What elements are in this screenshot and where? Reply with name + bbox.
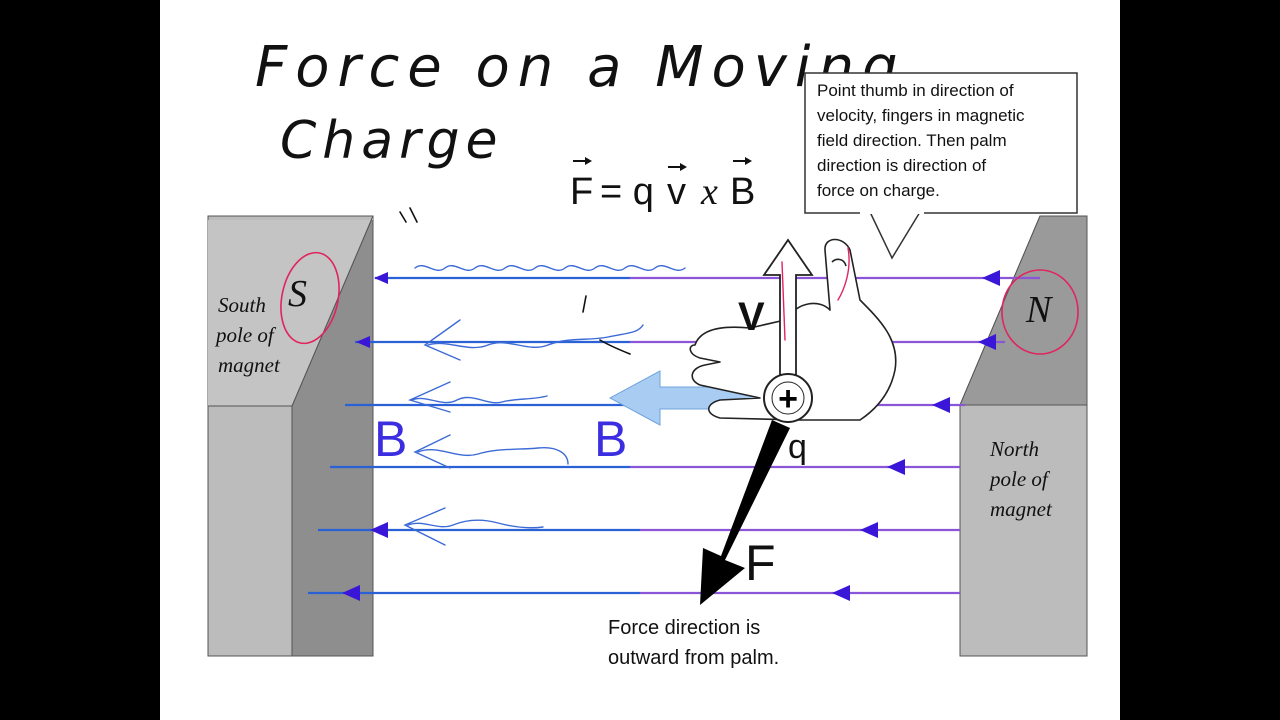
vector-overbars (573, 157, 752, 171)
south-label-line-2: pole of (214, 323, 277, 347)
formula-x: x (700, 171, 718, 213)
formula-v: v (667, 171, 686, 213)
ink-wave-1 (414, 265, 686, 271)
callout-bottom-line-1: Force direction is (608, 617, 760, 639)
force-arrow (700, 420, 790, 605)
b-label-center: B (594, 411, 627, 467)
ink-circle-s (280, 251, 340, 345)
field-line-2 (355, 334, 1005, 350)
ink-wave-4 (413, 434, 569, 469)
ink-circle-n (1001, 269, 1079, 355)
charge-plus-icon: + (778, 380, 798, 418)
formula-f: F (570, 171, 593, 213)
callout-top-line-1: Point thumb in direction of (817, 81, 1014, 100)
formula-b: B (730, 171, 755, 213)
field-line-5 (318, 522, 960, 538)
callout-top: Point thumb in direction of velocity, fi… (804, 72, 1078, 260)
north-label-line-3: magnet (990, 497, 1053, 521)
north-magnet-letter: N (1025, 289, 1054, 331)
handwritten-title-line1: Force on a Moving (255, 35, 906, 100)
field-line-1 (374, 270, 1040, 286)
callout-top-line-2: velocity, fingers in magnetic (817, 106, 1025, 125)
slide-canvas: Force on a Moving Charge F = q v x B Poi… (160, 0, 1120, 720)
south-label-line-1: South (218, 293, 266, 317)
handwritten-title-line2: Charge (280, 111, 504, 171)
callout-top-line-4: direction is direction of (817, 156, 986, 175)
callout-top-line-5: force on charge. (817, 181, 940, 200)
north-magnet: N North pole of magnet (959, 215, 1088, 657)
south-magnet: S South pole of magnet (207, 215, 374, 657)
south-magnet-letter: S (288, 273, 307, 315)
field-line-4 (330, 459, 960, 475)
charge: + (763, 373, 813, 423)
ink-thumb-mark (781, 247, 850, 341)
f-label: F (745, 535, 776, 591)
b-label-left: B (374, 411, 407, 467)
diagram: Force on a Moving Charge F = q v x B Poi… (207, 35, 1088, 669)
field-lines (308, 270, 1040, 601)
callout-top-line-3: field direction. Then palm (817, 131, 1007, 150)
field-line-6 (308, 585, 960, 601)
north-label-line-1: North (989, 437, 1039, 461)
formula: F = q v x B (570, 157, 755, 213)
q-label: q (788, 428, 807, 466)
ink-wave-5 (403, 507, 544, 546)
formula-eq: = q (600, 171, 654, 213)
ink-annotations (280, 207, 1079, 546)
v-label: V (738, 295, 765, 339)
south-label-line-3: magnet (218, 353, 281, 377)
ink-marks-top (399, 207, 631, 355)
ink-wave-3 (408, 381, 548, 413)
north-label-line-2: pole of (988, 467, 1051, 491)
ink-wave-2 (423, 319, 644, 361)
callout-bottom-line-2: outward from palm. (608, 647, 779, 669)
callout-bottom: Force direction is outward from palm. (608, 617, 779, 669)
